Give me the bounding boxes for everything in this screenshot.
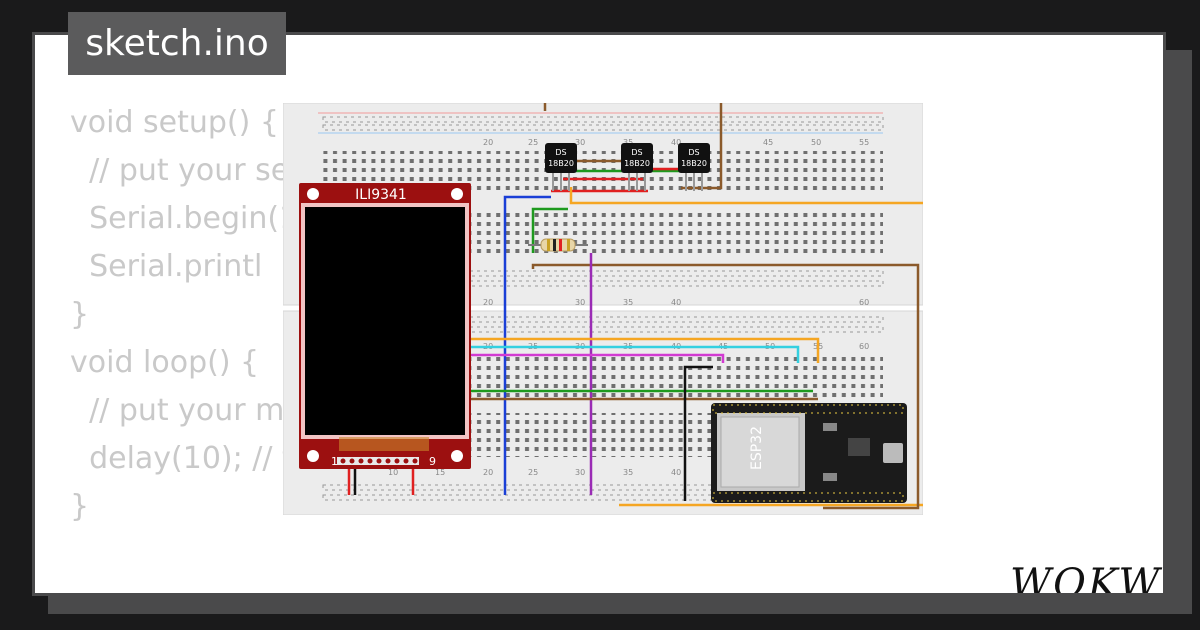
- column-label: 30: [575, 298, 585, 307]
- ds18b20-sensor[interactable]: DS 18B20: [678, 143, 710, 191]
- wire-blue[interactable]: [503, 195, 551, 495]
- mcu-label: ESP32: [749, 426, 765, 470]
- column-label: 25: [528, 468, 538, 477]
- display-screen: [305, 207, 465, 435]
- column-label: 60: [859, 342, 869, 351]
- column-label: 50: [811, 138, 821, 147]
- code-line: Serial.begin(1: [70, 201, 299, 236]
- sensor-label: 18B20: [548, 159, 574, 168]
- pin-label: 9: [429, 455, 436, 468]
- column-label: 20: [483, 298, 493, 307]
- column-label: 30: [575, 468, 585, 477]
- mounting-hole-icon: [307, 188, 319, 200]
- sensor-label: DS: [631, 148, 642, 157]
- circuit-simulation[interactable]: 45 20 25 30 35 40 50 55 20 30 35 40 60: [283, 103, 923, 515]
- code-line: void setup() {: [70, 105, 279, 140]
- column-label: 45: [763, 138, 773, 147]
- column-label: 35: [623, 298, 633, 307]
- column-label: 35: [623, 138, 633, 147]
- column-label: 40: [671, 138, 681, 147]
- wire-orange[interactable]: [569, 187, 923, 507]
- code-line: // put your m: [70, 393, 285, 428]
- mounting-hole-icon: [451, 450, 463, 462]
- sensor-label: 18B20: [624, 159, 650, 168]
- column-label: 20: [483, 468, 493, 477]
- wokwi-logo: WOKWi: [1010, 561, 1166, 596]
- code-line: }: [70, 297, 90, 332]
- wire-black[interactable]: [683, 365, 713, 501]
- mounting-hole-icon: [451, 188, 463, 200]
- preview-card: void setup() { // put your se Serial.beg…: [32, 32, 1166, 596]
- sensor-label: 18B20: [681, 159, 707, 168]
- sensor-label: DS: [688, 148, 699, 157]
- column-label: 35: [623, 468, 633, 477]
- wire-green[interactable]: [531, 207, 568, 253]
- column-label: 30: [575, 138, 585, 147]
- code-line: void loop() {: [70, 345, 260, 380]
- wire-brown[interactable]: [543, 103, 723, 190]
- mounting-hole-icon: [307, 450, 319, 462]
- column-label: 20: [483, 138, 493, 147]
- wire-brown[interactable]: [531, 263, 920, 510]
- code-line: Serial.printl: [70, 249, 263, 284]
- column-label: 40: [671, 298, 681, 307]
- resistor[interactable]: [528, 238, 588, 252]
- code-line: }: [70, 489, 90, 524]
- column-label: 15: [435, 468, 445, 477]
- column-label: 60: [859, 298, 869, 307]
- ds18b20-sensor[interactable]: DS 18B20: [621, 143, 653, 191]
- ds18b20-sensor[interactable]: DS 18B20: [545, 143, 577, 191]
- esp32-board[interactable]: ESP32: [711, 403, 907, 503]
- file-tab[interactable]: sketch.ino: [68, 12, 286, 75]
- pin-label: 1: [331, 455, 338, 468]
- column-label: 25: [528, 138, 538, 147]
- sensor-label: DS: [555, 148, 566, 157]
- column-label: 10: [388, 468, 398, 477]
- code-line: // put your se: [70, 153, 290, 188]
- column-label: 55: [859, 138, 869, 147]
- ili9341-display[interactable]: ILI9341 1 9: [299, 183, 471, 469]
- column-label: 40: [671, 468, 681, 477]
- display-label: ILI9341: [355, 187, 407, 203]
